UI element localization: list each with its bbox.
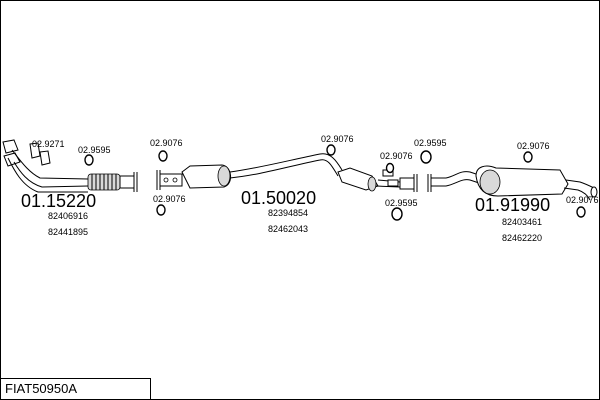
accessory-a9-label: 02.9076 — [517, 141, 550, 151]
rear-part-number: 01.91990 — [475, 195, 550, 215]
middle-oem-2: 82462043 — [268, 224, 308, 234]
tail-pipe-top — [565, 179, 595, 189]
accessory-a6-ring-icon — [385, 162, 395, 174]
middle-inlet — [159, 173, 183, 187]
rear-pipe-bottom — [431, 179, 483, 187]
accessory-a5-ring-icon — [326, 144, 336, 156]
front-outlet — [119, 175, 135, 189]
middle-pipe-bottom — [229, 159, 339, 179]
rear-section — [427, 165, 598, 201]
accessory-a7-ring-icon — [420, 150, 432, 164]
middle-section — [156, 153, 418, 192]
rear-oem-1: 82403461 — [502, 217, 542, 227]
accessory-a3-ring-icon — [158, 150, 168, 162]
accessory-a5-label: 02.9076 — [321, 134, 354, 144]
front-flange — [2, 139, 19, 154]
downpipe-lower — [13, 161, 89, 188]
front-gasket — [29, 142, 41, 159]
downpipe-outer — [7, 157, 88, 193]
accessory-a6-label: 02.9076 — [380, 151, 413, 161]
rear-silencer — [475, 165, 569, 197]
accessory-a10-ring-icon — [576, 206, 586, 218]
accessory-a1-label: 02.9271 — [32, 139, 65, 149]
accessory-a4-label: 02.9076 — [153, 194, 186, 204]
accessory-a3-label: 02.9076 — [150, 138, 183, 148]
rear-pipe-top — [431, 171, 483, 179]
rear-oem-2: 82462220 — [502, 233, 542, 243]
middle-oem-1: 82394854 — [268, 208, 308, 218]
middle-part-number: 01.50020 — [241, 188, 316, 208]
accessory-a10-label: 02.9076 — [566, 195, 599, 205]
tail-pipe-bottom — [563, 187, 591, 201]
accessory-a9-ring-icon — [523, 151, 533, 163]
middle-pipe-top — [229, 153, 343, 173]
diagram-title: FIAT50950A — [5, 381, 77, 396]
front-flange-2 — [3, 152, 21, 167]
accessory-a2-ring-icon — [84, 154, 94, 166]
middle-outlet — [399, 177, 415, 190]
accessory-a8-label: 02.9595 — [385, 198, 418, 208]
front-pipe — [2, 139, 138, 193]
front-oem-2: 82441895 — [48, 227, 88, 237]
accessory-a7-label: 02.9595 — [414, 138, 447, 148]
front-part-number: 01.15220 — [21, 191, 96, 211]
downpipe-upper — [11, 149, 89, 180]
accessory-a8-ring-icon — [391, 207, 403, 221]
accessory-a4-ring-icon — [156, 204, 166, 216]
front-oem-1: 82406916 — [48, 211, 88, 221]
accessory-a2-label: 02.9595 — [78, 145, 111, 155]
middle-silencer — [181, 164, 231, 189]
accessory-a1-gasket-icon — [39, 150, 51, 166]
